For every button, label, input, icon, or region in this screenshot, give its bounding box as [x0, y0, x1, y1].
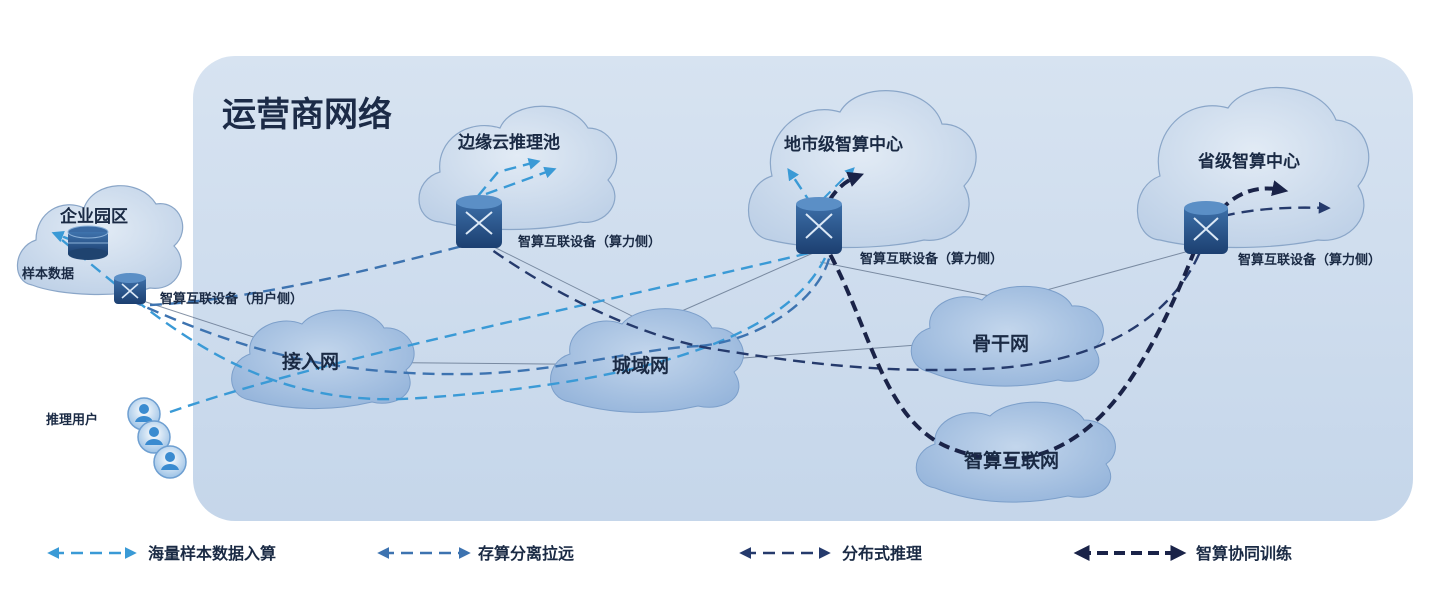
backbone-network-cloud	[910, 285, 1104, 387]
flow-storage-separation	[129, 240, 832, 376]
backbone-network-label: 骨干网	[972, 333, 1029, 355]
flow-sample-data	[51, 158, 855, 414]
legend-label: 海量样本数据入算	[148, 544, 276, 563]
device-label-user-side: 智算互联设备（用户侧）	[160, 291, 303, 307]
database-icon	[67, 225, 109, 260]
legend-item-storage-separation: 存算分离拉远	[377, 544, 574, 563]
router-icon-user-side	[114, 273, 146, 304]
enterprise-cloud-label: 企业园区	[59, 206, 128, 227]
router-icon-province	[1184, 201, 1228, 254]
legend-label: 智算协同训练	[1196, 544, 1292, 563]
province-center-label: 省级智算中心	[1197, 151, 1300, 172]
device-label-province: 智算互联设备（算力侧）	[1238, 252, 1381, 268]
user-icon	[137, 420, 171, 454]
city-center-label: 地市级智算中心	[784, 134, 903, 155]
router-icon-city	[796, 197, 842, 254]
device-label-city: 智算互联设备（算力侧）	[860, 251, 1003, 267]
legend-label: 分布式推理	[842, 544, 922, 563]
sample-data-label: 样本数据	[22, 266, 74, 282]
legend: 海量样本数据入算 存算分离拉远 分布式推理 智算协同训练	[47, 544, 1292, 563]
inference-users-label: 推理用户	[46, 412, 98, 428]
legend-item-distributed-inference: 分布式推理	[739, 544, 922, 563]
legend-label: 存算分离拉远	[478, 544, 574, 563]
user-icon	[153, 445, 187, 479]
intelligent-network-label: 智算互联网	[964, 449, 1059, 472]
metro-network-label: 城域网	[612, 354, 669, 377]
legend-item-sample-data: 海量样本数据入算	[47, 544, 276, 563]
access-network-label: 接入网	[282, 351, 339, 373]
router-icon-edge	[456, 195, 502, 248]
panel-title: 运营商网络	[222, 95, 392, 135]
metro-network-cloud	[550, 308, 744, 413]
device-label-edge: 智算互联设备（算力侧）	[518, 234, 661, 250]
edge-pool-label: 边缘云推理池	[457, 132, 560, 153]
intelligent-network-cloud	[915, 401, 1116, 503]
legend-item-collaborative-training: 智算协同训练	[1073, 544, 1292, 563]
access-network-cloud	[231, 309, 415, 410]
